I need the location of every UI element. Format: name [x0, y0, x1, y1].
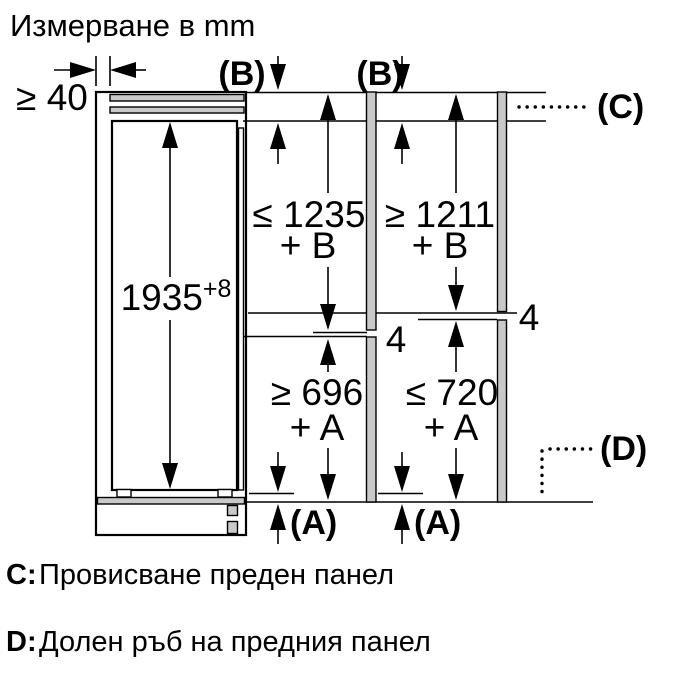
- top-vent-strip-1: [109, 93, 245, 102]
- appliance-foot-right: [217, 488, 233, 498]
- arrowhead-down-icon: [270, 466, 286, 492]
- dim-left-lower-value: ≥ 696: [271, 372, 363, 413]
- recess-label-right: (A): [414, 504, 461, 542]
- dim-right-upper: ≥ 1211 + B: [385, 94, 495, 311]
- legend-d-text: Долен ръб на предния панел: [39, 626, 431, 658]
- cabinet-outline: [94, 90, 248, 537]
- appliance-foot-left: [116, 488, 132, 498]
- arrowhead-up-icon: [394, 123, 410, 149]
- recess-a-left: (A): [270, 504, 337, 544]
- dim-right-lower: ≤ 720 + A: [406, 321, 498, 500]
- page-title: Измерване в mm: [10, 8, 255, 43]
- niche-height-main: 1935: [121, 277, 203, 318]
- niche-height-tolerance: +8: [203, 275, 232, 303]
- arrowhead-up-icon: [162, 122, 178, 148]
- panel-left-upper: [365, 91, 377, 331]
- dim-right-upper-value: ≥ 1211: [385, 194, 495, 235]
- plinth-strip: [96, 496, 246, 505]
- front-panels: [365, 91, 508, 503]
- arrowhead-up-icon: [270, 123, 286, 149]
- door-extent-left: [270, 123, 286, 492]
- bottom-edge-d-reference: (D): [540, 430, 647, 501]
- arrowhead-down-icon: [394, 64, 410, 90]
- recess-label-left: (A): [290, 504, 337, 542]
- dim-left-lower-suffix: + A: [290, 407, 345, 448]
- arrowhead-up-icon: [448, 321, 464, 347]
- sag-label: (C): [597, 88, 644, 126]
- legend-d-key: D:: [6, 626, 37, 658]
- dim-left-upper-suffix: + B: [280, 225, 337, 266]
- panel-gap-right-value: 4: [519, 297, 540, 338]
- dim-left-upper-value: ≤ 1235: [253, 194, 366, 235]
- legend-c-text: Провисване преден панел: [39, 559, 394, 591]
- appliance-door-edge: [237, 127, 245, 491]
- arrowhead-left-icon: [110, 62, 136, 78]
- top-vent-strip-2: [109, 106, 245, 114]
- overlap-label-left: (B): [218, 55, 265, 93]
- arrowhead-down-icon: [320, 304, 336, 330]
- arrowhead-down-icon: [448, 285, 464, 311]
- base-block-upper: [226, 504, 239, 517]
- bottom-edge-label: (D): [600, 430, 647, 468]
- dim-right-lower-suffix: + A: [424, 407, 479, 448]
- overlap-b-markers: (B) (B): [218, 55, 410, 93]
- door-extent-right: [394, 123, 410, 492]
- dim-left-upper: ≤ 1235 + B: [253, 94, 366, 330]
- arrowhead-up-icon: [320, 94, 336, 120]
- recess-a-right: (A): [394, 504, 461, 544]
- panel-right-lower: [496, 319, 508, 503]
- legend: C: Провисване преден панел D: Долен ръб …: [6, 559, 431, 658]
- legend-c-key: C:: [6, 559, 37, 591]
- arrowhead-up-icon: [448, 94, 464, 120]
- panel-gap-left-value: 4: [386, 319, 407, 360]
- overlap-label-right: (B): [356, 55, 403, 93]
- arrowhead-up-icon: [394, 504, 410, 530]
- arrowhead-down-icon: [270, 64, 286, 90]
- arrowhead-down-icon: [162, 463, 178, 489]
- arrowhead-up-icon: [320, 339, 336, 365]
- niche-height-dim: 1935+8: [121, 122, 232, 489]
- niche-interior: [110, 119, 239, 492]
- arrowhead-up-icon: [270, 504, 286, 530]
- panel-right-upper: [496, 91, 508, 313]
- reference-lines: [243, 91, 593, 503]
- wall-clearance-value: ≥ 40: [16, 77, 88, 118]
- sag-c-reference: (C): [517, 88, 644, 126]
- dim-right-lower-value: ≤ 720: [406, 372, 498, 413]
- dim-right-upper-suffix: + B: [412, 225, 469, 266]
- arrowhead-down-icon: [320, 474, 336, 500]
- dim-left-lower: ≥ 696 + A: [271, 339, 363, 500]
- niche-height-value: 1935+8: [121, 275, 232, 318]
- arrowhead-down-icon: [394, 466, 410, 492]
- panel-left-lower: [365, 336, 377, 503]
- arrowhead-down-icon: [448, 474, 464, 500]
- wall-clearance-dim: ≥ 40: [16, 56, 146, 118]
- base-block-lower: [226, 520, 239, 535]
- arrowhead-right-icon: [70, 62, 96, 78]
